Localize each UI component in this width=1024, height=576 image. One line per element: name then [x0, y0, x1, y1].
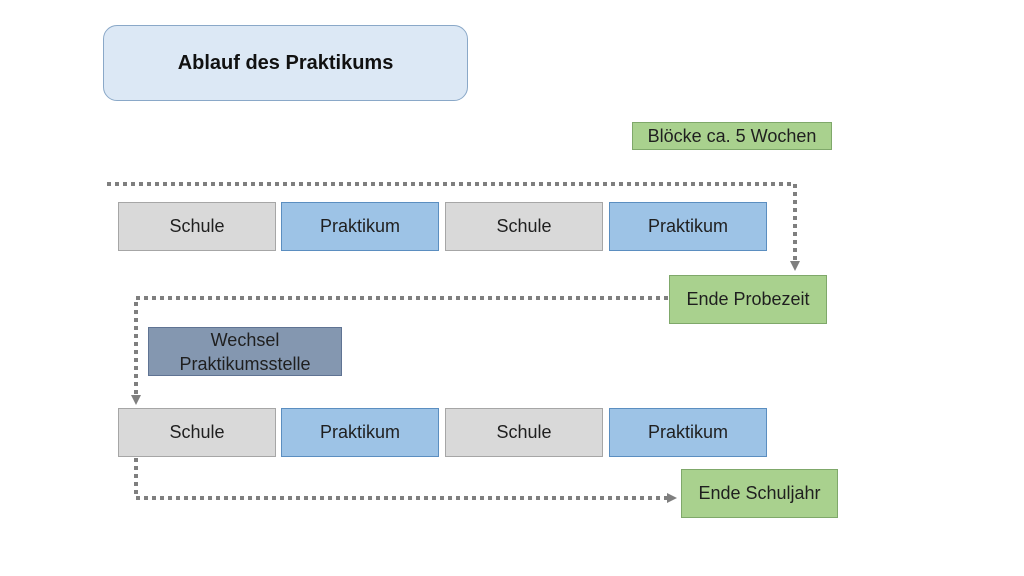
wechsel-praktikumsstelle-box: Wechsel Praktikumsstelle — [148, 327, 342, 376]
connector-probezeit-to-row2 — [131, 296, 668, 405]
row2-block-schule-1: Schule — [118, 408, 276, 457]
row1-block-praktikum-1: Praktikum — [281, 202, 439, 251]
row2-block-praktikum-2: Praktikum — [609, 408, 767, 457]
block-duration-note: Blöcke ca. 5 Wochen — [632, 122, 832, 150]
switch-line-2: Praktikumsstelle — [179, 353, 311, 374]
page-title: Ablauf des Praktikums — [103, 25, 468, 101]
row1-block-praktikum-2: Praktikum — [609, 202, 767, 251]
row1-block-schule-1: Schule — [118, 202, 276, 251]
connector-top-to-probezeit — [107, 182, 800, 271]
row2-block-praktikum-1: Praktikum — [281, 408, 439, 457]
row1-block-schule-2: Schule — [445, 202, 603, 251]
connector-row2-to-schuljahr — [134, 458, 677, 503]
milestone-ende-probezeit: Ende Probezeit — [669, 275, 827, 324]
milestone-ende-schuljahr: Ende Schuljahr — [681, 469, 838, 518]
switch-line-1: Wechsel — [210, 329, 280, 350]
row2-block-schule-2: Schule — [445, 408, 603, 457]
